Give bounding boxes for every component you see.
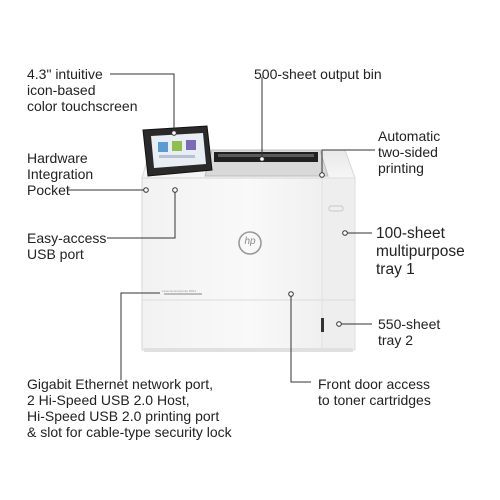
callout-line: Gigabit Ethernet network port, (27, 376, 213, 392)
callout-line: printing (378, 160, 424, 176)
model-label: LaserJet Enterprise M611 (162, 289, 197, 293)
callout-line: Hardware (27, 150, 88, 166)
callout-line: multipurpose (376, 243, 465, 260)
callout-usb-port: Easy-access USB port (27, 230, 106, 262)
leader-dots (143, 130, 348, 327)
callout-ports: Gigabit Ethernet network port, 2 Hi-Spee… (27, 376, 232, 440)
callout-front-door: Front door access to toner cartridges (318, 376, 431, 408)
callout-tray2: 550-sheet tray 2 (378, 316, 440, 348)
callout-line: Pocket (27, 182, 70, 198)
callout-line: Easy-access (27, 230, 107, 246)
leader-lines (68, 73, 375, 383)
callout-line: Hi-Speed USB 2.0 printing port (27, 408, 220, 424)
callout-line: to toner cartridges (318, 392, 431, 408)
callout-line: two-sided (378, 144, 438, 160)
callout-line: icon-based (27, 82, 96, 98)
callout-line: Integration (27, 166, 94, 182)
callout-tray1: 100-sheet multipurpose tray 1 (376, 225, 465, 279)
callout-duplex: Automatic two-sided printing (378, 128, 440, 176)
hp-logo (238, 231, 262, 255)
callout-touchscreen: 4.3" intuitive icon-based color touchscr… (27, 66, 138, 114)
callout-line: tray 2 (378, 332, 414, 348)
callout-output-bin: 500-sheet output bin (254, 66, 382, 82)
callout-line: color touchscreen (27, 98, 138, 114)
tray2-gauge (321, 318, 324, 332)
callout-line: Automatic (378, 128, 441, 144)
tray1-handle (328, 205, 344, 212)
callout-line: & slot for cable-type security lock (27, 424, 232, 440)
callout-line: 550-sheet (378, 316, 441, 332)
callout-line: Front door access (318, 376, 431, 392)
hp-logo-text: hp (244, 236, 256, 247)
callout-line: 500-sheet output bin (254, 66, 382, 82)
callout-line: 4.3" intuitive (27, 66, 103, 82)
callout-line: USB port (27, 246, 84, 262)
callout-line: 2 Hi-Speed USB 2.0 Host, (27, 392, 190, 408)
callout-line: tray 1 (376, 261, 415, 278)
callout-line: 100-sheet (376, 225, 445, 242)
callout-hardware-integration-pocket: Hardware Integration Pocket (27, 150, 93, 198)
printer-body (141, 177, 356, 351)
